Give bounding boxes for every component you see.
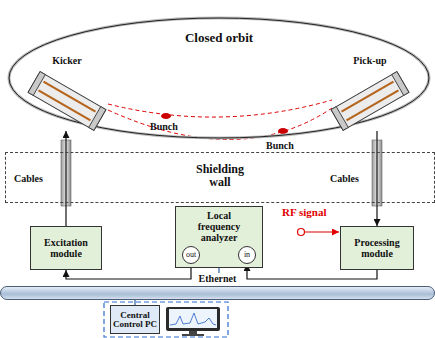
part-label: Cables: [330, 173, 359, 184]
node-text: Kicker: [22, 55, 112, 66]
node-text: out: [186, 251, 196, 260]
node-text: Local frequency analyzer: [189, 210, 249, 243]
node-text: in: [244, 251, 250, 260]
ethernet-bus: Ethernet: [0, 273, 435, 300]
port-circle: out: [182, 246, 200, 264]
bunch-path: [108, 100, 332, 117]
bunch-dot: [278, 128, 288, 134]
process-box: Processing module: [340, 226, 414, 270]
node-text: Closed orbit: [8, 16, 430, 45]
closed-orbit: Closed orbit: [8, 16, 430, 140]
rf-line: [305, 231, 339, 232]
signal-connector: [65, 131, 66, 226]
control-pc-box: Central Control PC: [110, 305, 160, 334]
port-circle: in: [238, 246, 256, 264]
shielding-wall: Shielding wall: [5, 152, 435, 203]
signal-name: RF signal: [282, 206, 327, 218]
monitor-icon: [166, 307, 220, 336]
kicker-device: Kicker: [22, 55, 112, 131]
node-text: Shielding wall: [188, 153, 252, 189]
pickup-device: Pick-up: [325, 55, 415, 131]
electrode-device: [22, 55, 112, 131]
node-text: Central Control PC: [112, 311, 158, 329]
node-text: Ethernet: [196, 273, 240, 286]
control-group-outline: [104, 302, 228, 337]
ethernet-bar: [0, 286, 435, 300]
signal-connector: [376, 131, 377, 226]
part-label: Bunch: [150, 121, 178, 132]
bunch-dot: [161, 113, 171, 119]
rf-input: [298, 229, 305, 236]
part-label: Bunch: [266, 140, 294, 151]
electrode-device: [325, 55, 415, 131]
node-text: Excitation module: [34, 237, 98, 259]
process-box: Local frequency analyzer out in: [175, 206, 263, 268]
node-text: Processing module: [344, 237, 410, 259]
signal-connector: [218, 268, 219, 273]
part-label: Cables: [14, 173, 43, 184]
node-text: Pick-up: [325, 55, 415, 66]
process-box: Excitation module: [30, 226, 102, 270]
